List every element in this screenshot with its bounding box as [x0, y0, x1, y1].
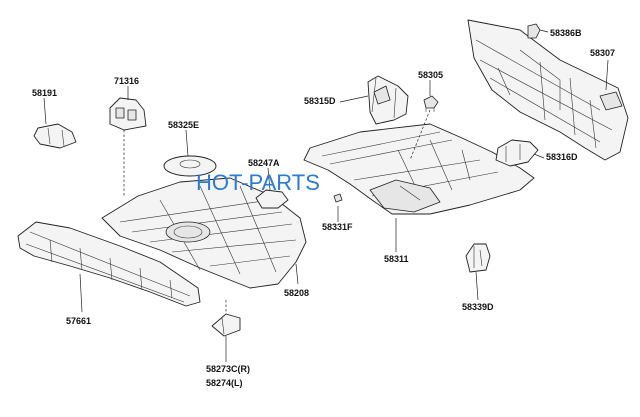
label-58191: 58191: [32, 88, 57, 98]
label-58315D: 58315D: [304, 96, 336, 106]
label-58331F: 58331F: [322, 222, 353, 232]
label-58339D: 58339D: [462, 302, 494, 312]
watermark-text: HOT-PARTS: [196, 170, 320, 195]
label-58208: 58208: [284, 288, 309, 298]
part-58339D-bracket: [465, 243, 491, 273]
part-58311-rear-floor: [303, 123, 535, 215]
part-58208-center-floor: [101, 177, 307, 289]
part-71316-bracket: [109, 97, 147, 131]
part-58315D-bracket: [367, 75, 409, 125]
part-58386B-clip: [527, 23, 541, 39]
part-labels: 58191 71316 58325E 58247A 58315D 58305 5…: [32, 28, 615, 388]
label-58311: 58311: [384, 254, 409, 264]
label-57661: 57661: [66, 316, 91, 326]
part-58247A-bracket: [255, 189, 289, 209]
part-58273C-bracket: [211, 313, 241, 337]
part-57661-side-member: [17, 221, 201, 307]
leader-lines: [43, 29, 609, 362]
label-58247A: 58247A: [248, 158, 280, 168]
part-58325E-pad: [163, 155, 217, 177]
part-58191-bracket: [33, 123, 77, 149]
label-58307: 58307: [590, 48, 615, 58]
label-71316: 71316: [114, 76, 139, 86]
part-58331F-clip: [333, 193, 343, 203]
part-58305-clip: [423, 95, 439, 112]
part-58316D-bracket: [495, 139, 539, 167]
label-58273C: 58273C(R): [206, 364, 250, 374]
label-58386B: 58386B: [550, 28, 582, 38]
label-58316D: 58316D: [546, 152, 578, 162]
label-58325E: 58325E: [168, 120, 199, 130]
part-58307-rear-panel: [467, 19, 629, 161]
label-58274: 58274(L): [206, 378, 243, 388]
label-58305: 58305: [418, 70, 443, 80]
